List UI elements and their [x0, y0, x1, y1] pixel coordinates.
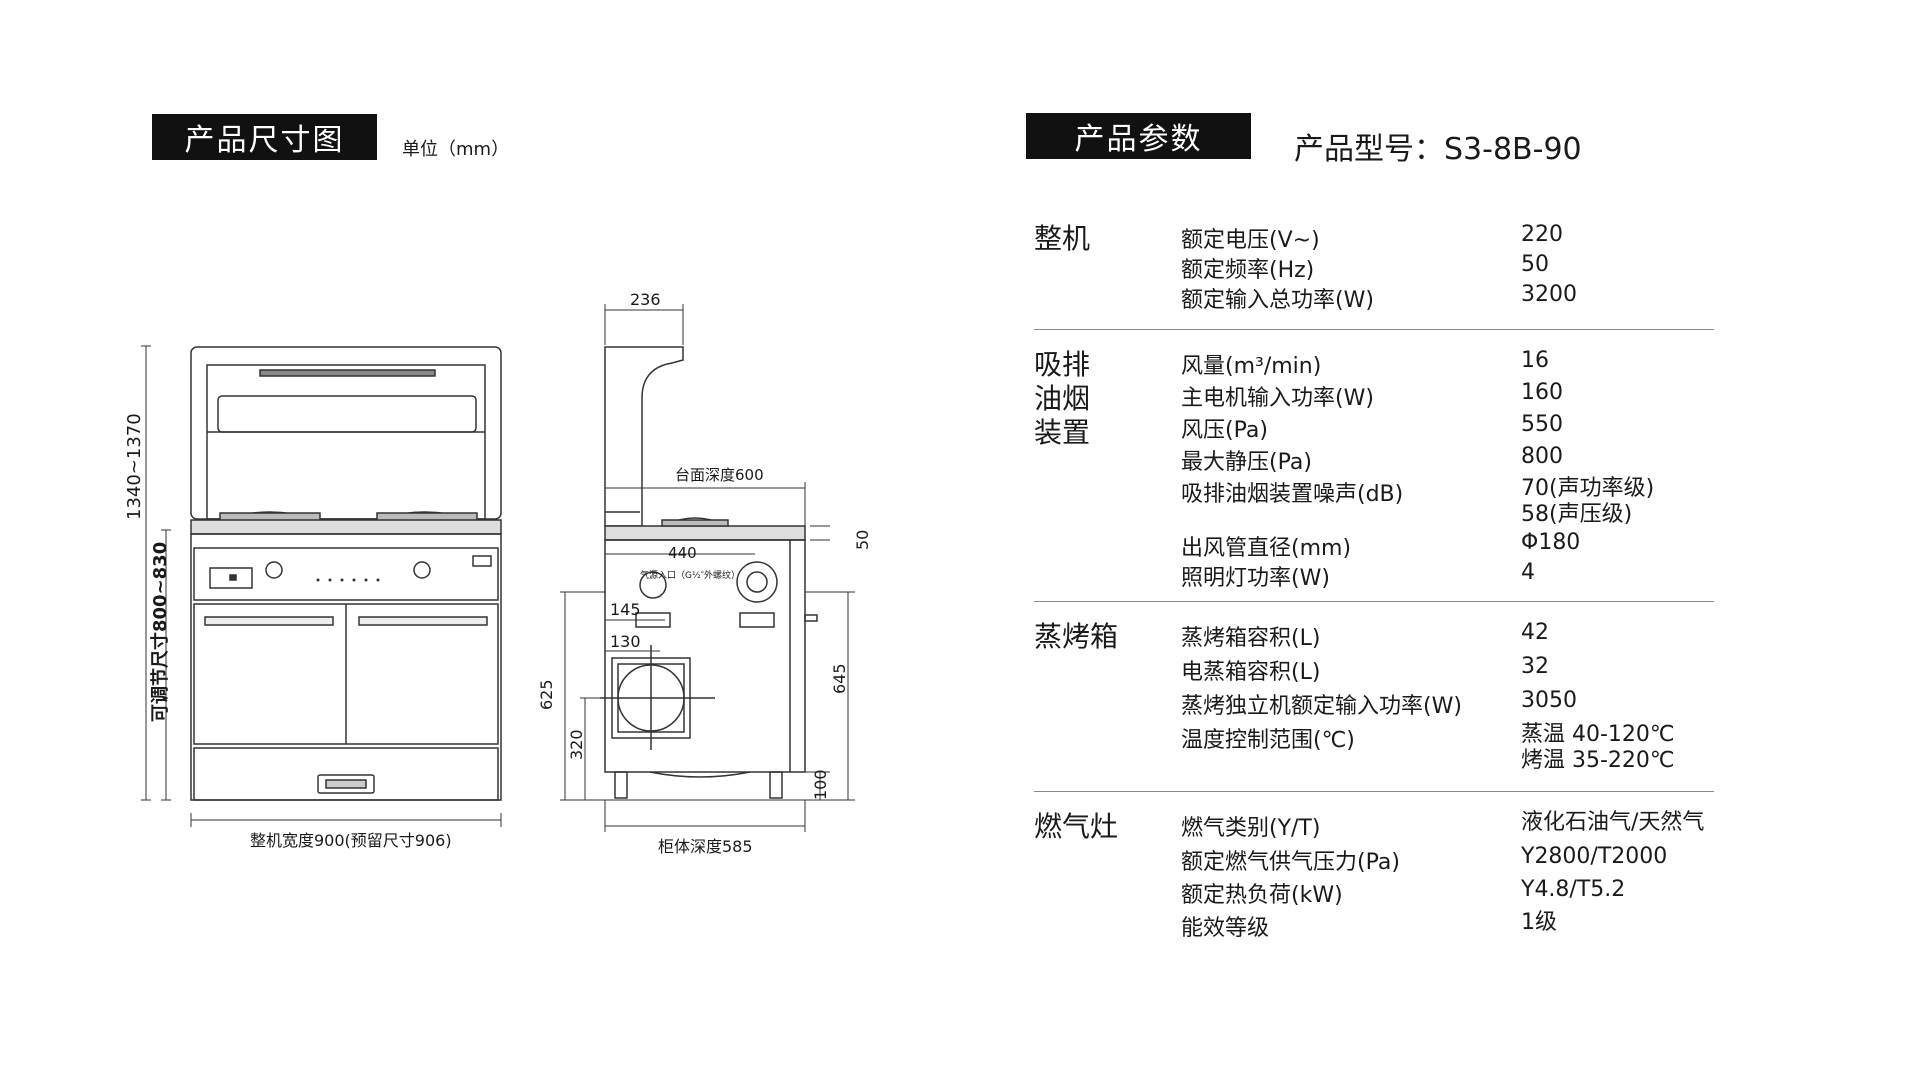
section-title: 蒸烤箱 [1034, 620, 1119, 653]
param-value: 800 [1521, 444, 1563, 469]
unit-label: 单位（mm） [402, 139, 510, 160]
dim-side-645: 645 [830, 663, 849, 694]
param-value: Φ180 [1521, 530, 1581, 555]
param-value: Y2800/T2000 [1521, 844, 1668, 869]
param-value: 3050 [1521, 688, 1577, 713]
param-key: 吸排油烟装置噪声(dB) [1181, 482, 1404, 507]
param-value: 4 [1521, 560, 1535, 585]
param-value: 液化石油气/天然气 [1521, 810, 1705, 835]
dim-side-625: 625 [537, 679, 556, 710]
section-title: 整机 [1034, 222, 1091, 255]
dim-front-height-total: 1340~1370 [124, 413, 145, 520]
param-value-2: 58(声压级) [1521, 502, 1633, 527]
param-key: 出风管直径(mm) [1181, 536, 1352, 561]
dim-side-gas-inlet: 气源入口（G½″外螺纹） [640, 569, 740, 581]
param-key: 风量(m³/min) [1181, 354, 1322, 379]
param-key: 主电机输入功率(W) [1181, 386, 1374, 411]
param-key: 额定频率(Hz) [1181, 258, 1315, 283]
dim-front-height-adjust: 可调节尺寸800~830 [149, 542, 171, 722]
param-key: 额定电压(V~) [1181, 228, 1320, 253]
dimensions-header: 产品尺寸图 [152, 114, 377, 160]
param-value: 1级 [1521, 910, 1557, 935]
param-value: 32 [1521, 654, 1549, 679]
param-value-2: 烤温 35-220℃ [1521, 748, 1675, 773]
section-title: 吸排油烟装置 [1034, 348, 1091, 449]
param-key: 温度控制范围(℃) [1181, 728, 1355, 753]
dim-side-145: 145 [610, 600, 641, 619]
param-key: 电蒸箱容积(L) [1181, 660, 1321, 685]
dim-side-440: 440 [668, 544, 697, 562]
param-value: 3200 [1521, 282, 1577, 307]
param-key: 照明灯功率(W) [1181, 566, 1330, 591]
side-view-drawing [600, 346, 818, 799]
dim-side-130: 130 [610, 632, 641, 651]
model-number: 产品型号：S3-8B-90 [1294, 132, 1582, 167]
param-key: 能效等级 [1181, 916, 1270, 941]
front-view-drawing [190, 346, 502, 801]
param-value: 70(声功率级) [1521, 476, 1655, 501]
section-divider [1034, 329, 1714, 330]
dim-side-320: 320 [567, 729, 586, 760]
param-key: 蒸烤独立机额定输入功率(W) [1181, 694, 1462, 719]
param-value: 220 [1521, 222, 1563, 247]
param-key: 最大静压(Pa) [1181, 450, 1312, 475]
param-key: 蒸烤箱容积(L) [1181, 626, 1321, 651]
param-key: 燃气类别(Y/T) [1181, 816, 1321, 841]
param-key: 风压(Pa) [1181, 418, 1268, 443]
dim-side-50: 50 [853, 530, 872, 550]
param-key: 额定燃气供气压力(Pa) [1181, 850, 1400, 875]
section-title: 燃气灶 [1034, 810, 1119, 843]
dim-side-counter-depth: 台面深度600 [675, 466, 764, 484]
param-value: 550 [1521, 412, 1563, 437]
dim-side-100: 100 [811, 769, 830, 800]
param-value: 160 [1521, 380, 1563, 405]
param-key: 额定输入总功率(W) [1181, 288, 1374, 313]
dim-side-cabinet-depth: 柜体深度585 [658, 837, 753, 856]
dim-front-width: 整机宽度900(预留尺寸906) [250, 831, 452, 850]
section-divider [1034, 601, 1714, 602]
dimension-drawing: 1340~1370 可调节尺寸800~830 整机宽度900(预留尺寸906) … [124, 290, 872, 856]
param-value: 16 [1521, 348, 1549, 373]
param-value: Y4.8/T5.2 [1521, 877, 1626, 902]
param-value: 50 [1521, 252, 1549, 277]
param-key: 额定热负荷(kW) [1181, 883, 1343, 908]
param-value: 蒸温 40-120℃ [1521, 722, 1675, 747]
param-value: 42 [1521, 620, 1549, 645]
section-divider [1034, 791, 1714, 792]
params-header: 产品参数 [1026, 113, 1251, 159]
dim-side-236: 236 [630, 290, 661, 309]
